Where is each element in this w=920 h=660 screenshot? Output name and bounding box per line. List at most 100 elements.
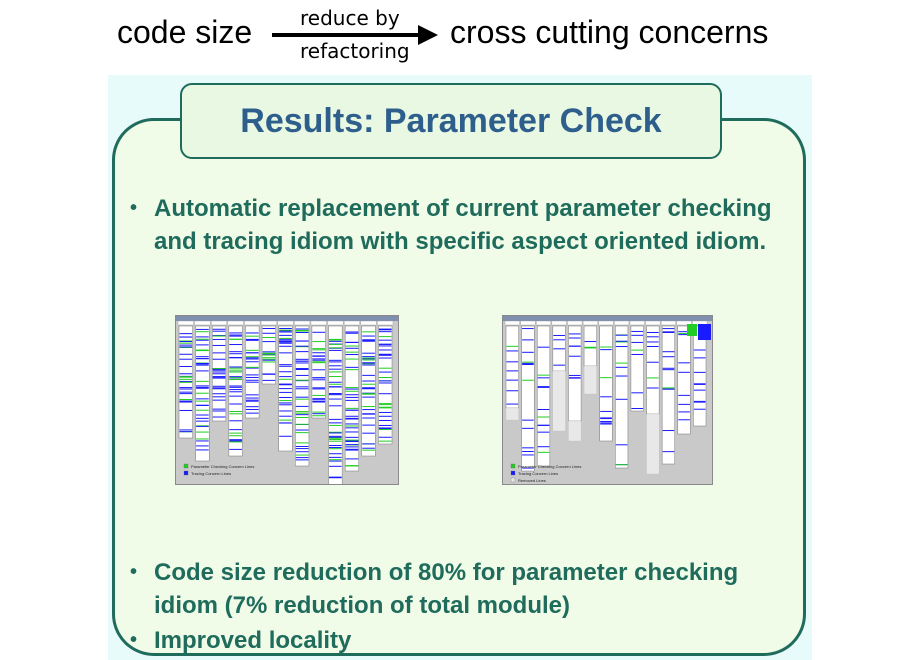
concern-line — [295, 328, 309, 330]
concern-line — [600, 423, 612, 425]
concern-line — [229, 391, 242, 393]
concern-line — [615, 362, 628, 364]
concern-line — [631, 330, 644, 332]
title-box: Results: Parameter Check — [180, 83, 722, 159]
concern-line — [245, 367, 259, 369]
header-right-text: cross cutting concerns — [450, 14, 769, 50]
concern-line — [693, 349, 706, 351]
concern-line — [329, 477, 342, 479]
concern-line — [196, 385, 209, 387]
concern-line — [295, 388, 309, 390]
concern-line — [262, 337, 276, 339]
concern-line — [312, 387, 326, 389]
concern-line — [179, 388, 193, 390]
concern-line — [212, 376, 226, 378]
concern-line — [537, 346, 550, 348]
concern-line — [196, 431, 209, 433]
file-column — [630, 325, 644, 412]
concern-line — [345, 407, 359, 409]
concern-line — [600, 396, 612, 398]
concern-line — [662, 331, 675, 333]
concern-line — [279, 329, 292, 331]
concern-line — [378, 343, 392, 345]
concern-line — [212, 408, 226, 410]
column-header — [629, 320, 645, 326]
concern-line — [615, 366, 628, 368]
concern-line — [196, 349, 209, 351]
concern-line — [378, 345, 392, 347]
concern-line — [362, 352, 375, 354]
concern-line — [262, 354, 276, 356]
concern-line — [196, 328, 209, 330]
concern-line — [378, 419, 392, 421]
concern-line — [615, 375, 628, 377]
concern-line — [279, 345, 292, 347]
concern-line — [312, 400, 326, 402]
file-column — [677, 325, 691, 435]
concern-line — [229, 386, 242, 388]
concern-line — [647, 377, 659, 379]
concern-line — [662, 369, 675, 371]
concern-line — [362, 335, 375, 337]
concern-line — [229, 369, 242, 371]
concern-line — [345, 409, 359, 411]
concern-line — [196, 417, 209, 419]
concern-line — [362, 364, 375, 366]
concern-line — [378, 436, 392, 438]
concern-line — [647, 345, 659, 347]
concern-line — [312, 399, 326, 401]
concern-line — [329, 432, 342, 434]
concern-line — [647, 387, 659, 389]
column-header — [327, 320, 344, 326]
concern-line — [229, 356, 242, 358]
concern-line — [345, 390, 359, 392]
concern-line — [506, 345, 519, 347]
concern-line — [345, 351, 359, 353]
concern-line — [196, 445, 209, 447]
concern-line — [584, 347, 597, 349]
concern-line — [179, 373, 193, 375]
column-header — [194, 320, 211, 326]
concern-line — [378, 353, 392, 355]
column-header — [504, 320, 520, 326]
concern-line — [279, 334, 292, 336]
concern-line — [179, 353, 193, 355]
concern-line — [345, 354, 359, 356]
concern-line — [329, 448, 342, 450]
concern-line — [568, 333, 581, 335]
concern-line — [647, 331, 659, 333]
concern-line — [329, 394, 342, 396]
concern-line — [229, 335, 242, 337]
concern-line — [196, 425, 209, 427]
concern-line — [362, 331, 375, 333]
concern-line — [631, 334, 644, 336]
concern-map-after: Parameter Checking Concern LinesTracing … — [503, 316, 712, 483]
concern-line — [245, 394, 259, 396]
bullet-2-text: Code size reduction of 80% for parameter… — [154, 559, 739, 619]
concern-line — [345, 399, 359, 401]
concern-line — [312, 359, 326, 361]
bullet-dot-icon: • — [130, 197, 138, 219]
concern-line — [262, 357, 276, 359]
concern-line — [295, 398, 309, 400]
concern-line — [329, 343, 342, 345]
concern-line — [295, 411, 309, 413]
concern-line — [245, 366, 259, 368]
concern-line — [179, 346, 193, 348]
concern-line — [378, 331, 392, 333]
concern-line — [378, 377, 392, 379]
concern-line — [662, 331, 675, 333]
concern-line — [262, 341, 276, 343]
concern-line — [631, 353, 644, 355]
concern-line — [345, 436, 359, 438]
concern-line — [245, 397, 259, 399]
concern-line — [179, 336, 193, 338]
concern-line — [647, 341, 659, 343]
concern-line — [262, 358, 276, 360]
concern-line — [179, 409, 193, 411]
concern-line — [345, 440, 359, 442]
concern-line — [295, 414, 309, 416]
concern-line — [229, 366, 242, 368]
concern-line — [329, 349, 342, 351]
